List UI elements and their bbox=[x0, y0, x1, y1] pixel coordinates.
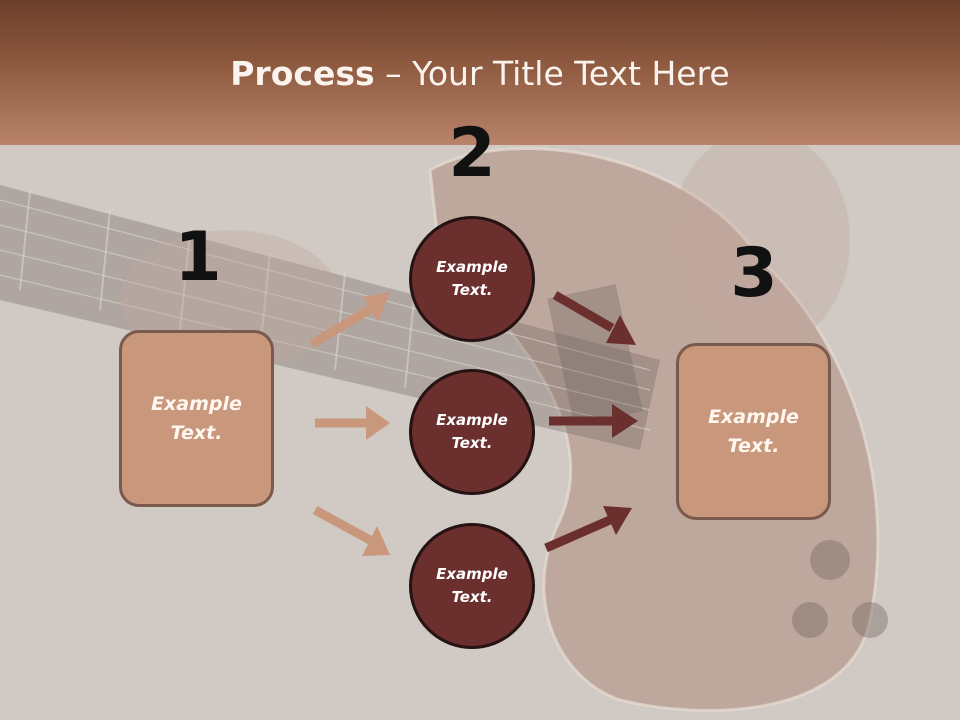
title-rest: – Your Title Text Here bbox=[374, 54, 730, 93]
title-bar bbox=[0, 0, 960, 145]
step-number-3: 3 bbox=[730, 234, 778, 313]
arrow-shaft-bottom-3 bbox=[544, 515, 612, 553]
title-bold: Process bbox=[230, 54, 375, 93]
arrow-head-1-bottom bbox=[362, 526, 390, 556]
step-3-box: Example Text. bbox=[676, 343, 831, 520]
arrow-head-1-mid bbox=[366, 406, 390, 440]
arrow-shaft-1-bottom bbox=[312, 506, 373, 544]
step-2-circle-bottom-text: Example Text. bbox=[436, 565, 508, 606]
arrow-head-top-3 bbox=[606, 315, 636, 345]
step-1-text: Example Text. bbox=[151, 392, 242, 444]
step-2-circle-top-text: Example Text. bbox=[436, 258, 508, 299]
step-3-text: Example Text. bbox=[708, 405, 799, 457]
arrow-shaft-top-3 bbox=[552, 291, 615, 332]
step-number-1: 1 bbox=[174, 218, 222, 297]
step-2-circle-middle-text: Example Text. bbox=[436, 411, 508, 452]
slide-title: Process – Your Title Text Here bbox=[0, 52, 960, 96]
step-number-2: 2 bbox=[448, 114, 496, 193]
arrow-shaft-1-top bbox=[309, 304, 375, 348]
step-2-circle-bottom: Example Text. bbox=[409, 523, 535, 649]
arrow-head-1-top bbox=[363, 292, 390, 322]
step-1-box: Example Text. bbox=[119, 330, 274, 507]
arrow-head-mid-3 bbox=[612, 404, 638, 438]
step-2-circle-middle: Example Text. bbox=[409, 369, 535, 495]
arrow-head-bottom-3 bbox=[603, 506, 632, 535]
step-2-circle-top: Example Text. bbox=[409, 216, 535, 342]
